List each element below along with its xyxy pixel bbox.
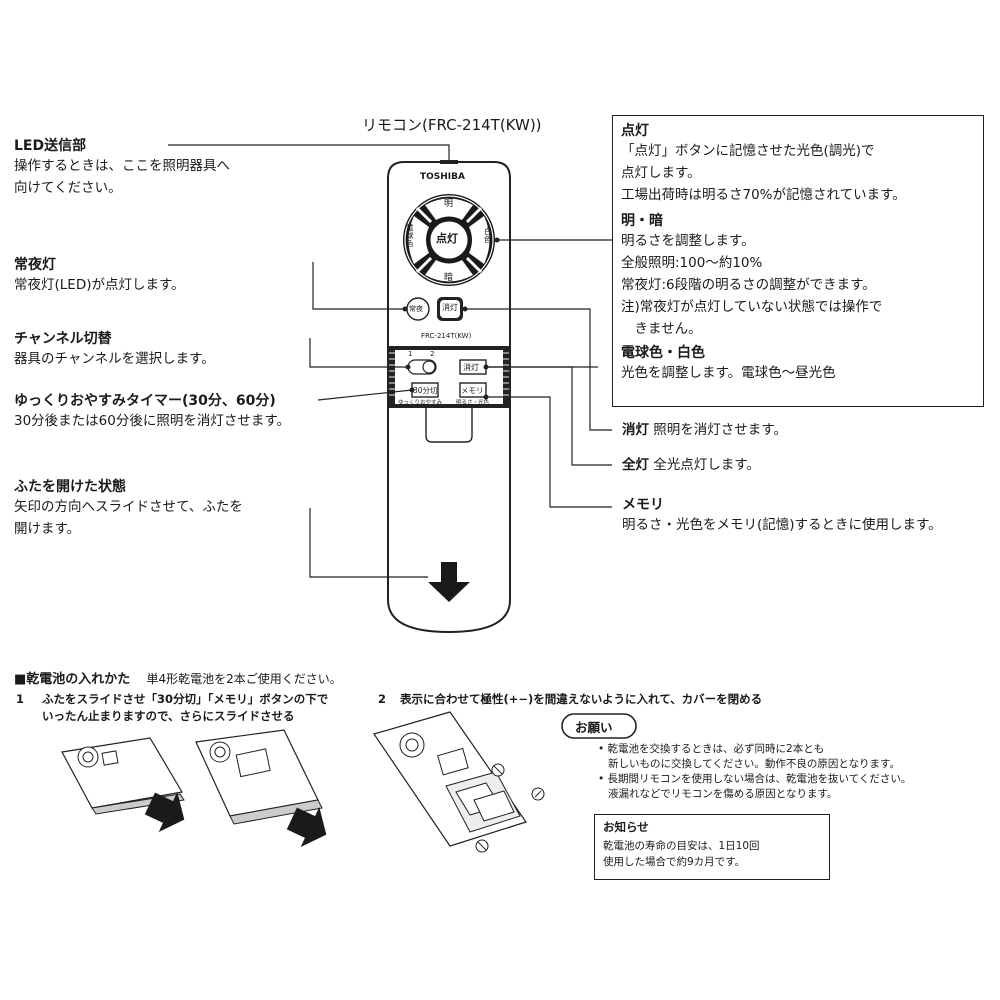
remote-brand: TOSHIBA [420, 172, 465, 182]
callout-led-line1: 操作するときは、ここを照明器具へ [14, 158, 230, 174]
remote-title: リモコン(FRC-214T(KW)) [362, 116, 542, 134]
notice-line2: 使用した場合で約9カ月です。 [603, 856, 746, 868]
notice-box: お知らせ 乾電池の寿命の目安は、1日10回 使用した場合で約9カ月です。 [594, 814, 830, 880]
section-bright-line3: 常夜灯:6段階の明るさの調整ができます。 [621, 277, 876, 293]
callout-off-text: 照明を消灯させます。 [653, 422, 787, 438]
callout-memory: メモリ 明るさ・光色をメモリ(記憶)するときに使用します。 [622, 494, 942, 536]
callout-led: LED送信部 操作するときは、ここを照明器具へ 向けてください。 [14, 135, 230, 199]
led-emitter [440, 160, 458, 164]
section-on-line1: 「点灯」ボタンに記憶させた光色(調光)で [621, 143, 875, 159]
nightlight-button-label[interactable]: 常夜 [409, 305, 423, 313]
callout-full-title: 全灯 [622, 457, 649, 473]
section-color-line1: 光色を調整します。電球色〜昼光色 [621, 365, 836, 381]
section-bright-line4: 注)常夜灯が点灯していない状態では操作で [621, 299, 883, 315]
request-item-1: • 乾電池を交換するときは、必ず同時に2本とも 新しいものに交換してください。動… [598, 743, 912, 800]
warm-button-label[interactable]: 電球色 [406, 223, 414, 248]
battery-heading-row: ■乾電池の入れかた 単4形乾電池を2本ご使用ください。 [14, 668, 342, 687]
battery-step1-illustration-b [195, 729, 327, 847]
timer-button-label[interactable]: 30分切 [413, 386, 438, 395]
notice-title: お知らせ [603, 820, 649, 834]
battery-step1-illustration-a [61, 737, 185, 832]
callout-led-line2: 向けてください。 [14, 180, 122, 196]
slide-arrow-icon [428, 562, 470, 602]
right-info-box: 点灯 「点灯」ボタンに記憶させた光色(調光)で 点灯します。 工場出荷時は明るさ… [612, 115, 984, 407]
callout-nightlight-line1: 常夜灯(LED)が点灯します。 [14, 277, 185, 293]
memory-button-label[interactable]: メモリ [461, 386, 484, 395]
callout-timer-line1: 30分後または60分後に照明を消灯させます。 [14, 413, 291, 429]
section-on-line3: 工場出荷時は明るさ70%が記憶されています。 [621, 187, 906, 203]
section-on-line2: 点灯します。 [621, 165, 701, 181]
step2-num: 2 [378, 692, 387, 706]
step1-line2: いったん止まりますので、さらにスライドさせる [42, 709, 295, 723]
memory-button [459, 382, 487, 398]
timer-sub-label: ゆっくりおやすみ [398, 400, 443, 406]
white-button-label[interactable]: 白色 [484, 227, 492, 244]
callout-off: 消灯 照明を消灯させます。 [622, 419, 787, 441]
channel-2-label: 2 [430, 350, 435, 358]
request-item-1-line2: 新しいものに交換してください。動作不良の原因となります。 [608, 758, 901, 770]
section-bright-line5: きません。 [621, 321, 702, 337]
off-button-top-label[interactable]: 消灯 [442, 303, 458, 312]
notice-line1: 乾電池の寿命の目安は、1日10回 [603, 840, 760, 852]
request-badge-frame [561, 713, 637, 739]
step1-num: 1 [16, 692, 25, 706]
section-bright-line2: 全般照明:100〜約10% [621, 255, 763, 271]
section-on-title: 点灯 [621, 123, 649, 139]
section-bright-title: 明・暗 [621, 213, 663, 229]
callout-lid-title: ふたを開けた状態 [14, 479, 126, 495]
section-color-title: 電球色・白色 [621, 345, 705, 361]
callout-lid-line2: 開けます。 [14, 521, 81, 537]
memory-sub-label: 明るさ・光色 [456, 400, 490, 406]
callout-channel-title: チャンネル切替 [14, 331, 112, 347]
callout-channel-line1: 器具のチャンネルを選択します。 [14, 351, 215, 367]
callout-nightlight-title: 常夜灯 [14, 257, 56, 273]
callout-led-title: LED送信部 [14, 138, 87, 154]
request-item-2-line1: 長期間リモコンを使用しない場合は、乾電池を抜いてください。 [607, 773, 912, 785]
battery-heading: ■乾電池の入れかた [14, 672, 131, 687]
remote-model: FRC-214T(KW) [421, 332, 472, 340]
callout-off-title: 消灯 [622, 422, 649, 438]
channel-1-label: 1 [408, 350, 413, 358]
bright-button-label[interactable]: 明 [444, 199, 454, 209]
callout-channel: チャンネル切替 器具のチャンネルを選択します。 [14, 328, 215, 370]
callout-lid-line1: 矢印の方向へスライドさせて、ふたを [14, 499, 243, 515]
callout-lid: ふたを開けた状態 矢印の方向へスライドさせて、ふたを 開けます。 [14, 476, 243, 540]
battery-step2-illustration [373, 711, 545, 853]
request-title: お願い [575, 720, 613, 735]
callout-memory-text: 明るさ・光色をメモリ(記憶)するときに使用します。 [622, 517, 942, 533]
on-button [429, 220, 469, 260]
callout-full: 全灯 全光点灯します。 [622, 454, 760, 476]
section-bright-line1: 明るさを調整します。 [621, 233, 755, 249]
step1-line1: ふたをスライドさせ「30分切」「メモリ」ボタンの下で [42, 692, 329, 706]
callout-nightlight: 常夜灯 常夜灯(LED)が点灯します。 [14, 254, 185, 296]
on-button-label[interactable]: 点灯 [436, 232, 458, 245]
callout-memory-title: メモリ [622, 497, 664, 513]
request-item-1-line1: 乾電池を交換するときは、必ず同時に2本とも [607, 743, 825, 755]
off-button-label[interactable]: 消灯 [463, 363, 479, 372]
callout-full-text: 全光点灯します。 [653, 457, 760, 473]
callout-timer-title: ゆっくりおやすみタイマー(30分、60分) [14, 393, 276, 409]
callout-timer: ゆっくりおやすみタイマー(30分、60分) 30分後または60分後に照明を消灯さ… [14, 390, 290, 432]
step2-line: 表示に合わせて極性(+−)を間違えないように入れて、カバーを閉める [400, 692, 763, 706]
battery-heading-note: 単4形乾電池を2本ご使用ください。 [146, 672, 342, 686]
request-item-2-line2: 液漏れなどでリモコンを傷める原因となります。 [608, 788, 838, 800]
dark-button-label[interactable]: 暗 [444, 273, 454, 283]
